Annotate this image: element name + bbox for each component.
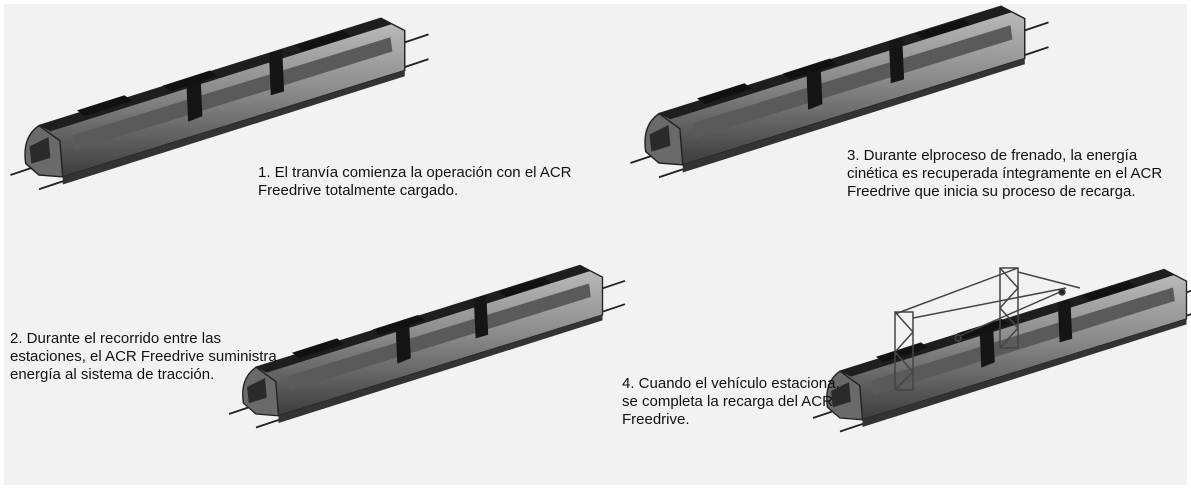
caption-step-2-line2: estaciones, el ACR Freedrive suministra … (10, 348, 277, 383)
caption-step-2: 2. Durante el recorrido entre las estaci… (10, 330, 292, 384)
caption-step-4: 4. Cuando el vehículo estaciona, se comp… (622, 375, 840, 428)
caption-step-1: 1. El tranvía comienza la operación con … (258, 164, 572, 199)
charging-pylon-structure (894, 267, 1081, 391)
caption-step-3: 3. Durante elproceso de frenado, la ener… (847, 147, 1163, 200)
caption-step-2-line1: 2. Durante el recorrido entre las (10, 330, 221, 347)
tram-panel-4 (812, 268, 1191, 433)
